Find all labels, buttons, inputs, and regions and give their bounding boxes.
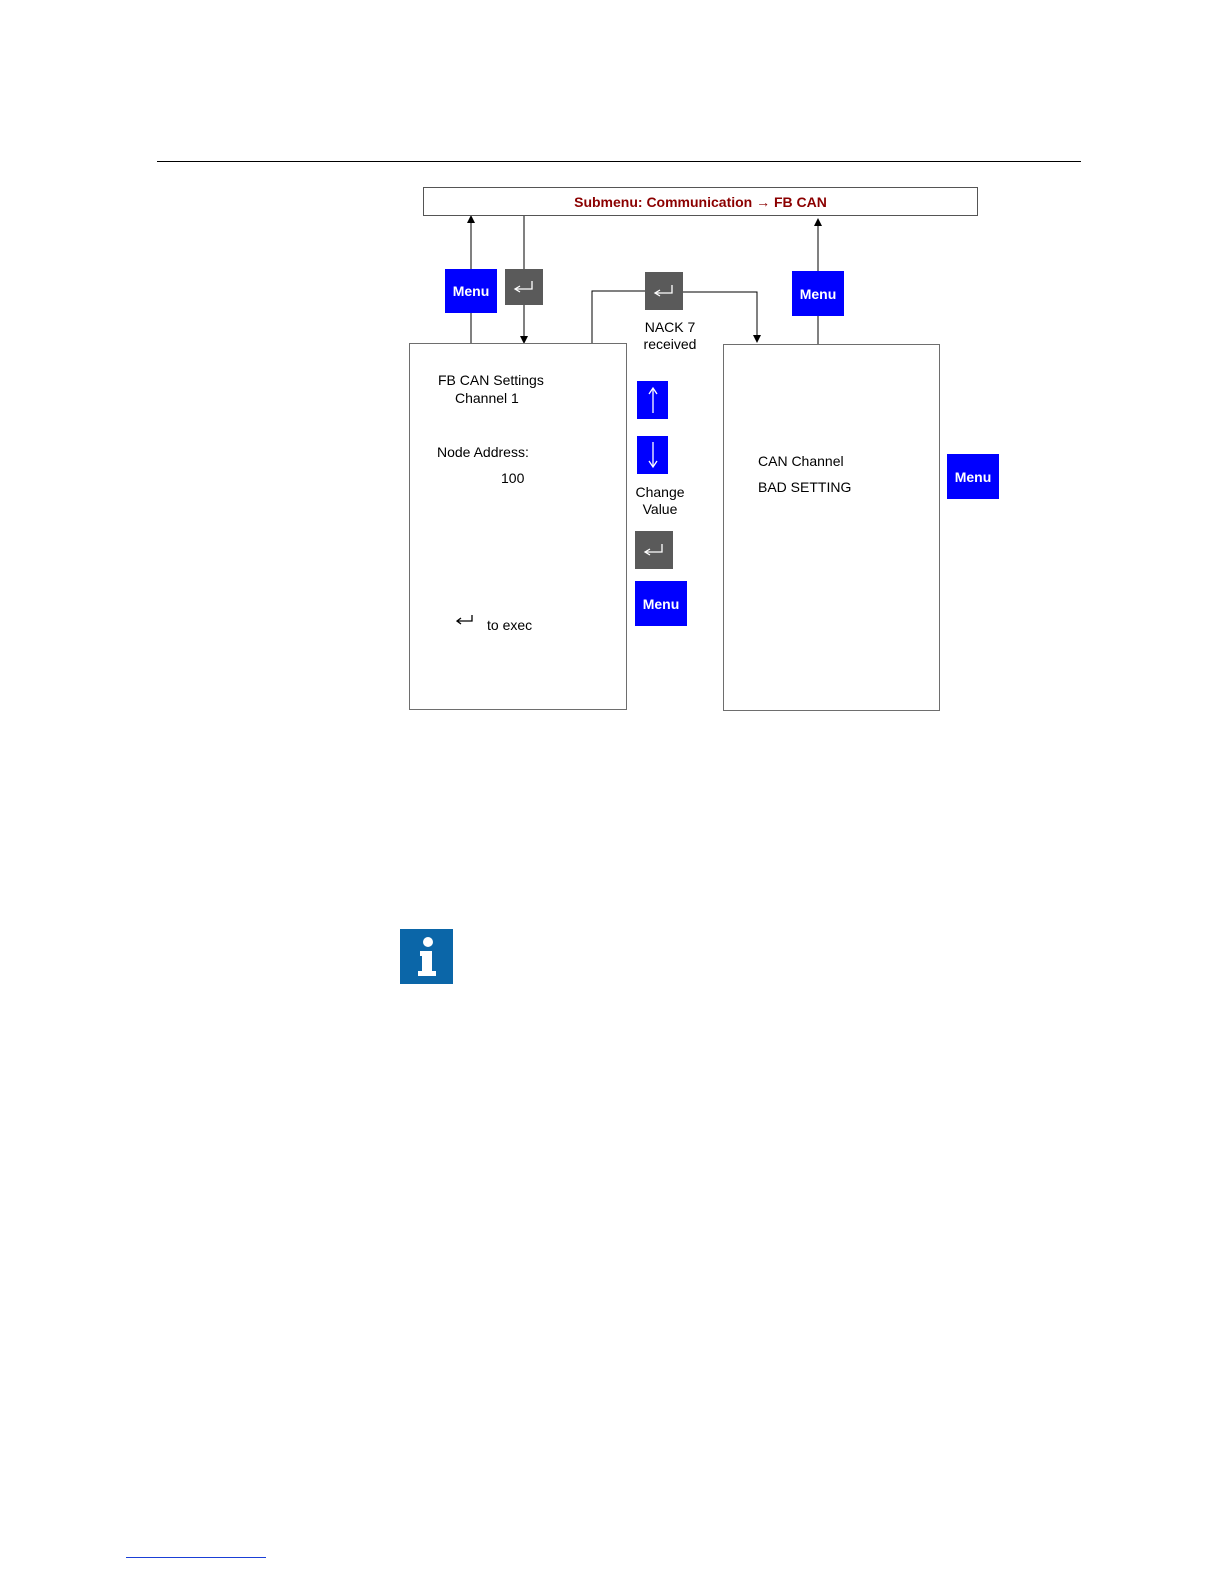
error-line1: CAN Channel xyxy=(758,453,844,470)
footer-link-underline xyxy=(126,1557,266,1558)
enter-key-icon xyxy=(643,543,665,557)
menu-button-label: Menu xyxy=(643,596,680,612)
menu-button[interactable]: Menu xyxy=(792,271,844,316)
enter-button[interactable] xyxy=(645,272,683,310)
node-address-label: Node Address: xyxy=(437,444,529,461)
nack-line2: received xyxy=(630,336,710,353)
menu-button[interactable]: Menu xyxy=(635,581,687,626)
change-line2: Value xyxy=(620,501,700,518)
fb-can-settings-screen: FB CAN Settings Channel 1 Node Address: … xyxy=(409,343,627,710)
bad-setting-screen: CAN Channel BAD SETTING xyxy=(723,344,940,711)
enter-button[interactable] xyxy=(505,269,543,305)
nack-line1: NACK 7 xyxy=(630,319,710,336)
submenu-title-bar: Submenu: Communication → FB CAN xyxy=(423,187,978,216)
enter-key-icon xyxy=(513,280,535,294)
screen-title-line2: Channel 1 xyxy=(455,390,519,407)
menu-button[interactable]: Menu xyxy=(947,454,999,499)
up-arrow-icon xyxy=(647,386,659,414)
menu-button[interactable]: Menu xyxy=(445,269,497,313)
screen-title-line1: FB CAN Settings xyxy=(438,372,544,389)
enter-key-icon xyxy=(653,284,675,298)
nack-label: NACK 7 received xyxy=(630,319,710,353)
node-address-value: 100 xyxy=(501,470,524,487)
menu-button-label: Menu xyxy=(800,286,837,302)
down-button[interactable] xyxy=(637,436,668,474)
enter-key-icon xyxy=(456,614,474,626)
menu-button-label: Menu xyxy=(453,283,490,299)
exec-hint: to exec xyxy=(487,617,532,634)
error-line2: BAD SETTING xyxy=(758,479,851,496)
up-button[interactable] xyxy=(637,381,668,419)
change-line1: Change xyxy=(620,484,700,501)
change-value-label: Change Value xyxy=(620,484,700,518)
menu-button-label: Menu xyxy=(955,469,992,485)
info-glyph xyxy=(412,936,442,978)
submenu-title: Submenu: Communication → FB CAN xyxy=(574,194,827,210)
info-icon xyxy=(400,929,453,984)
down-arrow-icon xyxy=(647,441,659,469)
enter-button[interactable] xyxy=(635,531,673,569)
